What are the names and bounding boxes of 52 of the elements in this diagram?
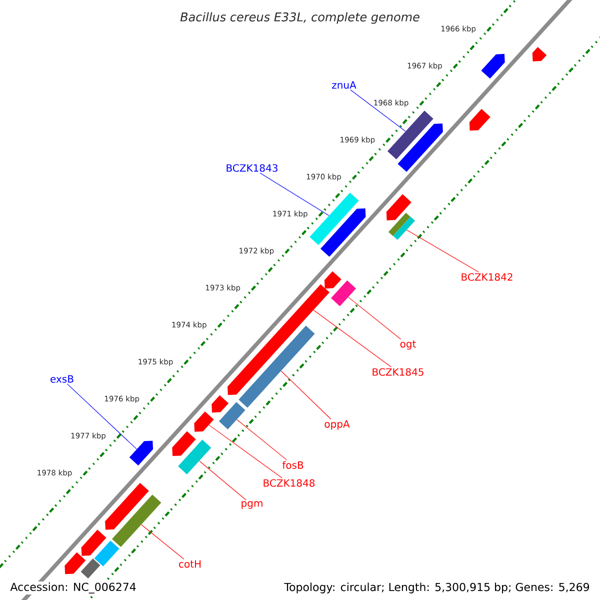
gene-label: fosB [282,461,304,469]
gene-label: exsB [50,375,74,383]
gene-block [194,411,214,432]
info-text: Topology: circular; Length: 5,300,915 bp; Genes: 5,269 [284,582,590,594]
gene-bar [388,212,410,236]
info-text: Accession: NC_006274 [8,582,138,594]
gene-block [481,54,505,79]
gene-block [469,108,490,131]
gene-block [532,47,547,62]
gene-label: znuA [332,81,356,89]
gene-label: pgm [242,501,262,509]
gene-block [386,194,412,220]
leader-line [406,230,479,272]
gene-bar [310,192,359,246]
gene-bar [331,280,356,306]
gene-label: BCZK1842 [462,273,512,281]
leader-line [348,296,402,340]
leader-line [66,384,137,450]
leader-line [260,172,330,216]
gene-bar [393,216,415,240]
gene-block [324,271,342,289]
gene-label: oppA [324,420,350,430]
leader-line [236,419,288,460]
leader-line [280,370,332,420]
gene-bar [218,402,246,430]
gene-label: BCZK1848 [264,479,315,487]
gene-bar [80,558,100,579]
leader-line [313,310,392,368]
leader-line [350,90,406,132]
gene-label: BCZK1845 [372,368,424,376]
gene-block [228,320,296,396]
gene-bar [94,540,120,566]
gene-label: BCZK1843 [226,164,278,172]
leader-line [208,424,282,478]
gene-block [398,124,443,172]
gene-block [129,440,154,466]
gene-label: ogt [400,340,416,350]
gene-block [64,552,86,574]
gene-block [105,482,149,530]
gene-block [288,284,330,329]
gene-bar [238,326,315,408]
gene-bar [178,440,212,474]
gene-block [172,431,196,456]
gene-block [212,395,229,413]
gene-bar [112,494,162,548]
gene-block [320,208,366,257]
gene-bar [387,110,434,160]
title: Bacillus cereus E33L, complete genome [180,12,420,24]
gene-block [81,530,106,556]
leader-line [199,460,246,500]
leader-line [141,524,184,560]
gene-label: cotH [179,560,201,568]
